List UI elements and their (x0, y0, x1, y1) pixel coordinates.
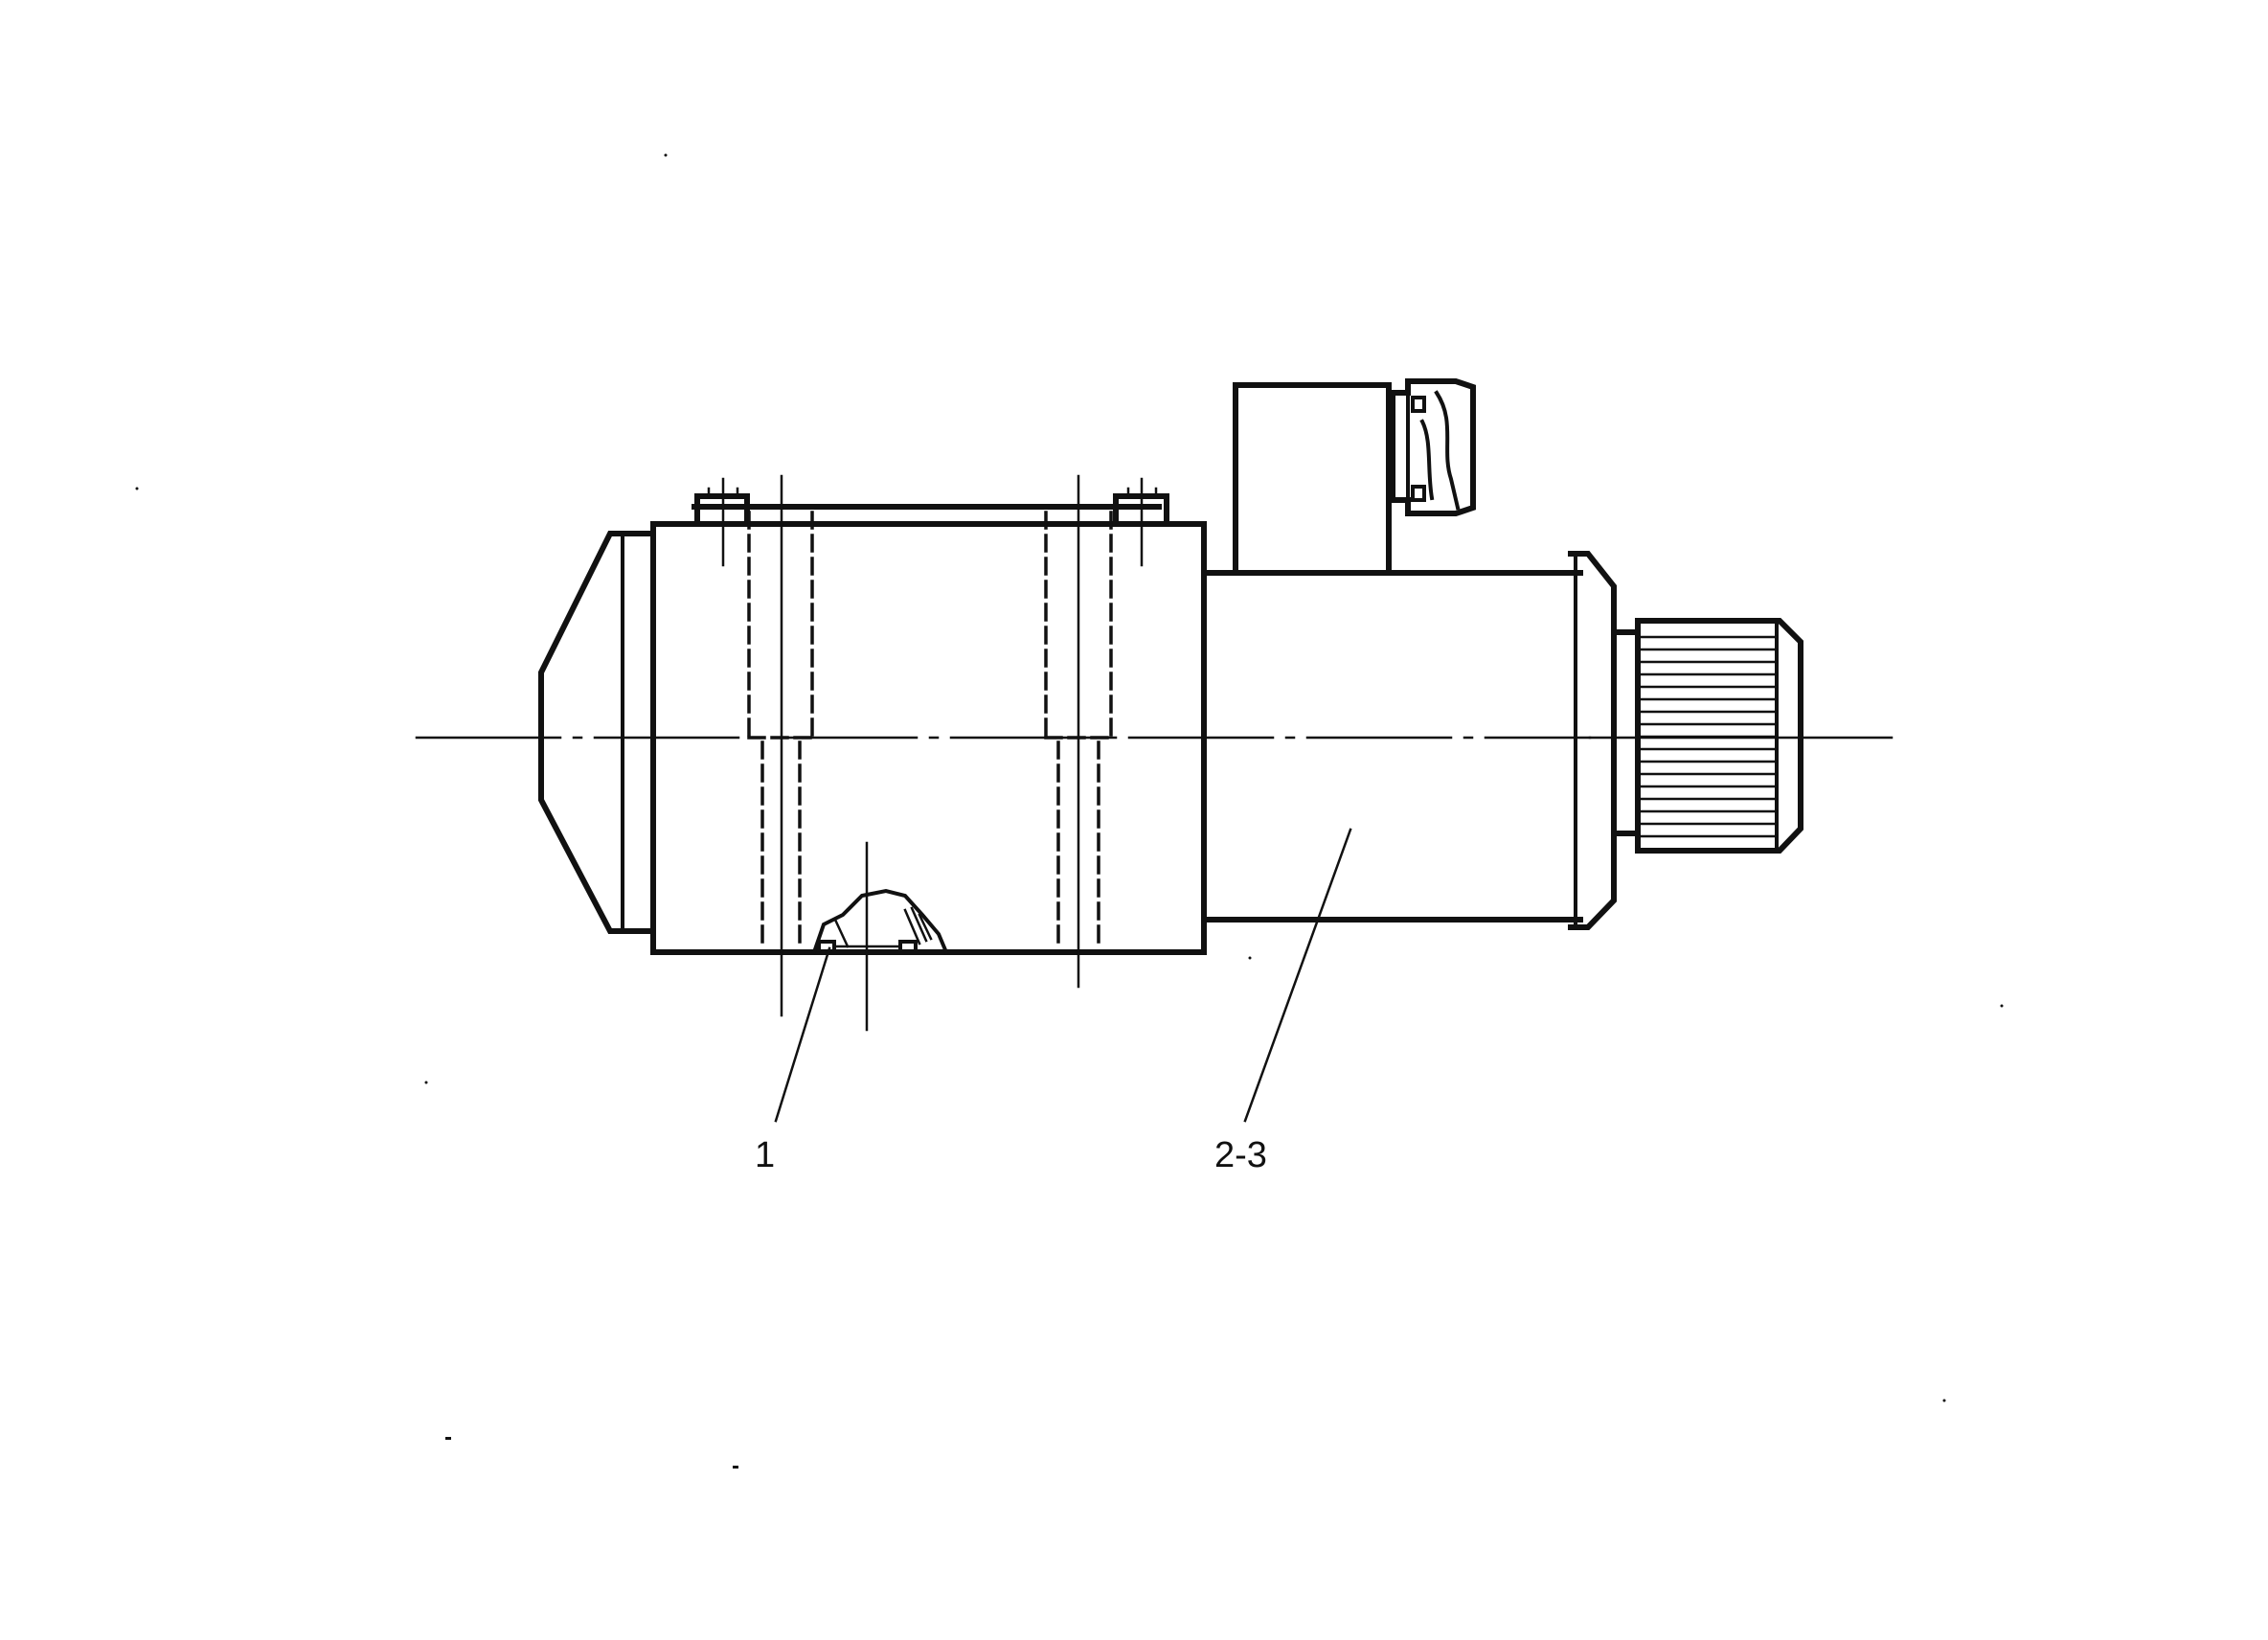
solenoid-coil (1201, 551, 1617, 930)
manual-override-knob (1611, 618, 1803, 854)
hidden-bolt-holes (747, 511, 1113, 950)
scan-specks (135, 153, 2004, 1469)
valve-body (650, 487, 1207, 955)
callout-leaders (774, 828, 1352, 1123)
callout-label-2-3: 2-3 (1214, 1135, 1267, 1175)
connector-housing (1233, 382, 1392, 576)
callout-label-1: 1 (755, 1135, 775, 1175)
seal-detail (811, 888, 949, 955)
left-end-cap (538, 531, 652, 934)
bolt-centerlines (721, 474, 1144, 1032)
connector-plug (1386, 378, 1476, 516)
